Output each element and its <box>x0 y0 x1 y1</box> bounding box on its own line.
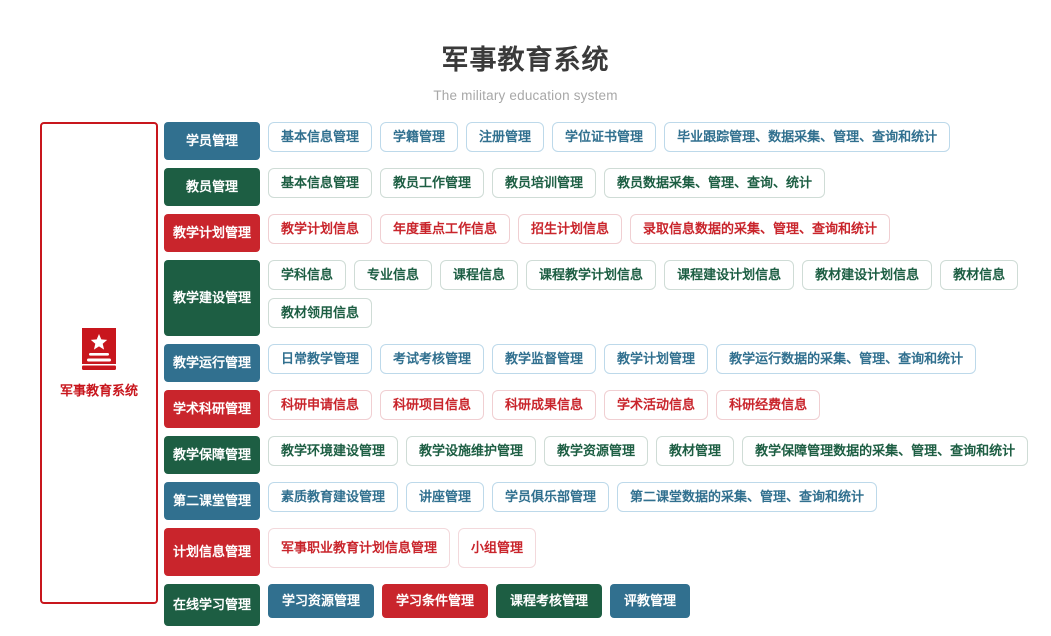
module-child-button[interactable]: 小组管理 <box>458 528 537 568</box>
module-child-button[interactable]: 基本信息管理 <box>268 122 373 152</box>
module-children: 科研申请信息 科研项目信息 科研成果信息 学术活动信息 科研经费信息 <box>268 390 1051 428</box>
module-child-button[interactable]: 学科信息 <box>268 260 347 290</box>
module-child-button[interactable]: 科研经费信息 <box>716 390 821 420</box>
module-children: 教学环境建设管理 教学设施维护管理 教学资源管理 教材管理 教学保障管理数据的采… <box>268 436 1051 474</box>
module-child-button[interactable]: 教学计划信息 <box>268 214 373 244</box>
module-child-button[interactable]: 教材管理 <box>656 436 735 466</box>
root-system-label: 军事教育系统 <box>59 382 138 398</box>
module-child-button[interactable]: 课程信息 <box>440 260 519 290</box>
module-children: 素质教育建设管理 讲座管理 学员俱乐部管理 第二课堂数据的采集、管理、查询和统计 <box>268 482 1051 520</box>
module-child-button[interactable]: 教学资源管理 <box>544 436 649 466</box>
page-subtitle: The military education system <box>433 88 618 103</box>
module-children: 教学计划信息 年度重点工作信息 招生计划信息 录取信息数据的采集、管理、查询和统… <box>268 214 1051 252</box>
module-children: 学习资源管理 学习条件管理 课程考核管理 评教管理 <box>268 584 1051 626</box>
module-row-在线学习管理: 在线学习管理 学习资源管理 学习条件管理 课程考核管理 评教管理 <box>164 584 1051 626</box>
module-child-button[interactable]: 课程考核管理 <box>496 584 603 618</box>
module-row-教学计划管理: 教学计划管理 教学计划信息 年度重点工作信息 招生计划信息 录取信息数据的采集、… <box>164 214 1051 252</box>
module-child-button[interactable]: 学籍管理 <box>380 122 459 152</box>
module-row-教学保障管理: 教学保障管理 教学环境建设管理 教学设施维护管理 教学资源管理 教材管理 教学保… <box>164 436 1051 474</box>
module-child-button[interactable]: 日常教学管理 <box>268 344 373 374</box>
module-child-button[interactable]: 录取信息数据的采集、管理、查询和统计 <box>630 214 891 244</box>
module-child-button[interactable]: 教材信息 <box>940 260 1019 290</box>
module-child-button[interactable]: 课程建设计划信息 <box>664 260 795 290</box>
module-parent-button[interactable]: 在线学习管理 <box>164 584 260 626</box>
module-parent-button[interactable]: 教学运行管理 <box>164 344 260 382</box>
module-row-教员管理: 教员管理 基本信息管理 教员工作管理 教员培训管理 教员数据采集、管理、查询、统… <box>164 168 1051 206</box>
module-child-button[interactable]: 教员数据采集、管理、查询、统计 <box>604 168 826 198</box>
module-child-button[interactable]: 科研项目信息 <box>380 390 485 420</box>
module-child-button[interactable]: 评教管理 <box>610 584 691 618</box>
module-row-教学建设管理: 教学建设管理 学科信息 专业信息 课程信息 课程教学计划信息 课程建设计划信息 … <box>164 260 1051 336</box>
module-parent-button[interactable]: 教学建设管理 <box>164 260 260 336</box>
module-child-button[interactable]: 科研申请信息 <box>268 390 373 420</box>
module-row-学术科研管理: 学术科研管理 科研申请信息 科研项目信息 科研成果信息 学术活动信息 科研经费信… <box>164 390 1051 428</box>
module-child-button[interactable]: 考试考核管理 <box>380 344 485 374</box>
module-children: 基本信息管理 教员工作管理 教员培训管理 教员数据采集、管理、查询、统计 <box>268 168 1051 206</box>
module-child-button[interactable]: 素质教育建设管理 <box>268 482 399 512</box>
module-child-button[interactable]: 教学计划管理 <box>604 344 709 374</box>
book-star-icon <box>78 327 120 372</box>
module-children: 学科信息 专业信息 课程信息 课程教学计划信息 课程建设计划信息 教材建设计划信… <box>268 260 1051 336</box>
module-child-button[interactable]: 学术活动信息 <box>604 390 709 420</box>
module-child-button[interactable]: 教学设施维护管理 <box>406 436 537 466</box>
module-parent-button[interactable]: 第二课堂管理 <box>164 482 260 520</box>
module-child-button[interactable]: 学位证书管理 <box>552 122 657 152</box>
module-child-button[interactable]: 招生计划信息 <box>518 214 623 244</box>
module-row-学员管理: 学员管理 基本信息管理 学籍管理 注册管理 学位证书管理 毕业跟踪管理、数据采集… <box>164 122 1051 160</box>
module-child-button[interactable]: 教学运行数据的采集、管理、查询和统计 <box>716 344 977 374</box>
module-child-button[interactable]: 学员俱乐部管理 <box>492 482 610 512</box>
module-child-button[interactable]: 科研成果信息 <box>492 390 597 420</box>
module-child-button[interactable]: 学习条件管理 <box>382 584 489 618</box>
module-child-button[interactable]: 学习资源管理 <box>268 584 375 618</box>
module-row-第二课堂管理: 第二课堂管理 素质教育建设管理 讲座管理 学员俱乐部管理 第二课堂数据的采集、管… <box>164 482 1051 520</box>
module-parent-button[interactable]: 教学保障管理 <box>164 436 260 474</box>
page-title: 军事教育系统 <box>441 45 610 75</box>
module-child-button[interactable]: 教材领用信息 <box>268 298 373 328</box>
module-children: 军事职业教育计划信息管理 小组管理 <box>268 528 1051 576</box>
page-header: 军事教育系统 The military education system <box>0 0 1051 103</box>
module-child-button[interactable]: 教员培训管理 <box>492 168 597 198</box>
module-child-button[interactable]: 基本信息管理 <box>268 168 373 198</box>
module-parent-button[interactable]: 学术科研管理 <box>164 390 260 428</box>
org-chart-board: 军事教育系统 学员管理 基本信息管理 学籍管理 注册管理 学位证书管理 毕业跟踪… <box>0 122 1051 626</box>
module-children: 基本信息管理 学籍管理 注册管理 学位证书管理 毕业跟踪管理、数据采集、管理、查… <box>268 122 1051 160</box>
module-child-button[interactable]: 注册管理 <box>466 122 545 152</box>
module-child-button[interactable]: 毕业跟踪管理、数据采集、管理、查询和统计 <box>664 122 951 152</box>
module-parent-button[interactable]: 教员管理 <box>164 168 260 206</box>
root-system-box[interactable]: 军事教育系统 <box>40 122 158 604</box>
module-child-button[interactable]: 讲座管理 <box>406 482 485 512</box>
module-parent-button[interactable]: 学员管理 <box>164 122 260 160</box>
module-child-button[interactable]: 教员工作管理 <box>380 168 485 198</box>
module-child-button[interactable]: 课程教学计划信息 <box>526 260 657 290</box>
module-child-button[interactable]: 军事职业教育计划信息管理 <box>268 528 451 568</box>
module-child-button[interactable]: 教学保障管理数据的采集、管理、查询和统计 <box>742 436 1029 466</box>
module-parent-button[interactable]: 计划信息管理 <box>164 528 260 576</box>
module-rows: 学员管理 基本信息管理 学籍管理 注册管理 学位证书管理 毕业跟踪管理、数据采集… <box>164 122 1051 626</box>
module-parent-button[interactable]: 教学计划管理 <box>164 214 260 252</box>
module-child-button[interactable]: 第二课堂数据的采集、管理、查询和统计 <box>617 482 878 512</box>
module-child-button[interactable]: 年度重点工作信息 <box>380 214 511 244</box>
module-row-计划信息管理: 计划信息管理 军事职业教育计划信息管理 小组管理 <box>164 528 1051 576</box>
module-row-教学运行管理: 教学运行管理 日常教学管理 考试考核管理 教学监督管理 教学计划管理 教学运行数… <box>164 344 1051 382</box>
module-child-button[interactable]: 专业信息 <box>354 260 433 290</box>
module-children: 日常教学管理 考试考核管理 教学监督管理 教学计划管理 教学运行数据的采集、管理… <box>268 344 1051 382</box>
module-child-button[interactable]: 教材建设计划信息 <box>802 260 933 290</box>
module-child-button[interactable]: 教学环境建设管理 <box>268 436 399 466</box>
module-child-button[interactable]: 教学监督管理 <box>492 344 597 374</box>
